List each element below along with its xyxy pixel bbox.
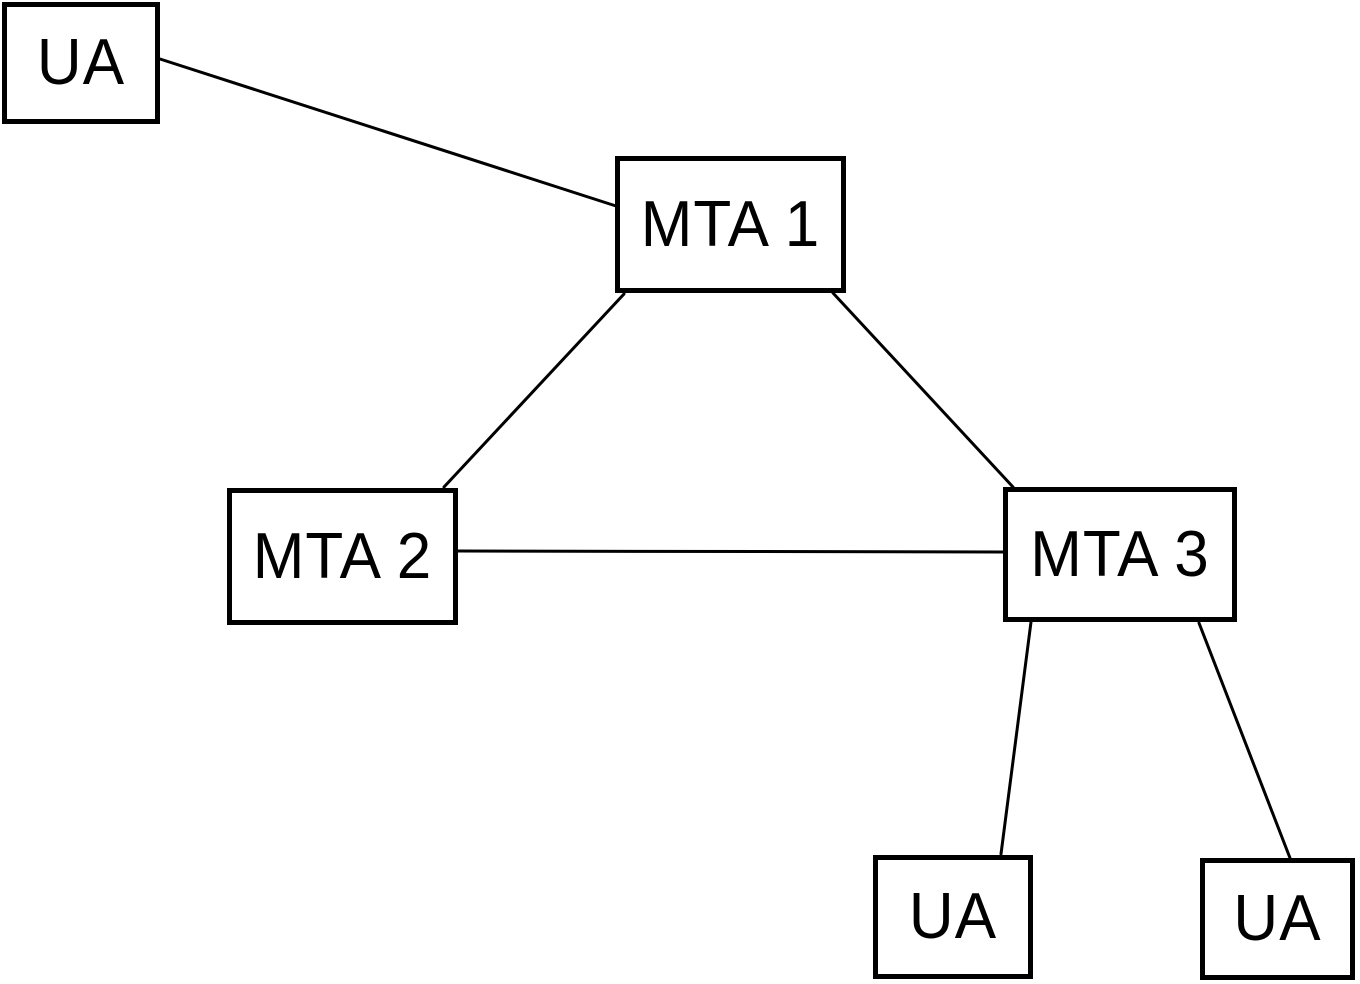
edge-ua-1-to-mta-1 — [158, 57, 618, 208]
diagram-node-ua-1: UA — [2, 2, 160, 124]
edge-mta-1-to-mta-3 — [831, 291, 1015, 489]
diagram-node-ua-2: UA — [873, 855, 1033, 979]
edge-mta-2-to-mta-3 — [456, 549, 1006, 554]
node-label-mta-1: MTA 1 — [640, 188, 821, 260]
node-label-mta-3: MTA 3 — [1030, 518, 1210, 590]
node-label-ua-2: UA — [908, 880, 998, 953]
node-label-mta-2: MTA 2 — [252, 520, 433, 592]
diagram-node-ua-3: UA — [1200, 858, 1355, 980]
diagram-node-mta-3: MTA 3 — [1003, 487, 1237, 622]
diagram-node-mta-1: MTA 1 — [615, 156, 846, 293]
edge-mta-3-to-ua-3 — [1197, 621, 1292, 860]
edge-mta-3-to-ua-2 — [999, 620, 1033, 856]
node-label-ua-1: UA — [36, 26, 126, 99]
edge-mta-1-to-mta-2 — [442, 292, 626, 489]
node-label-ua-3: UA — [1233, 882, 1322, 955]
diagram-node-mta-2: MTA 2 — [227, 488, 458, 625]
